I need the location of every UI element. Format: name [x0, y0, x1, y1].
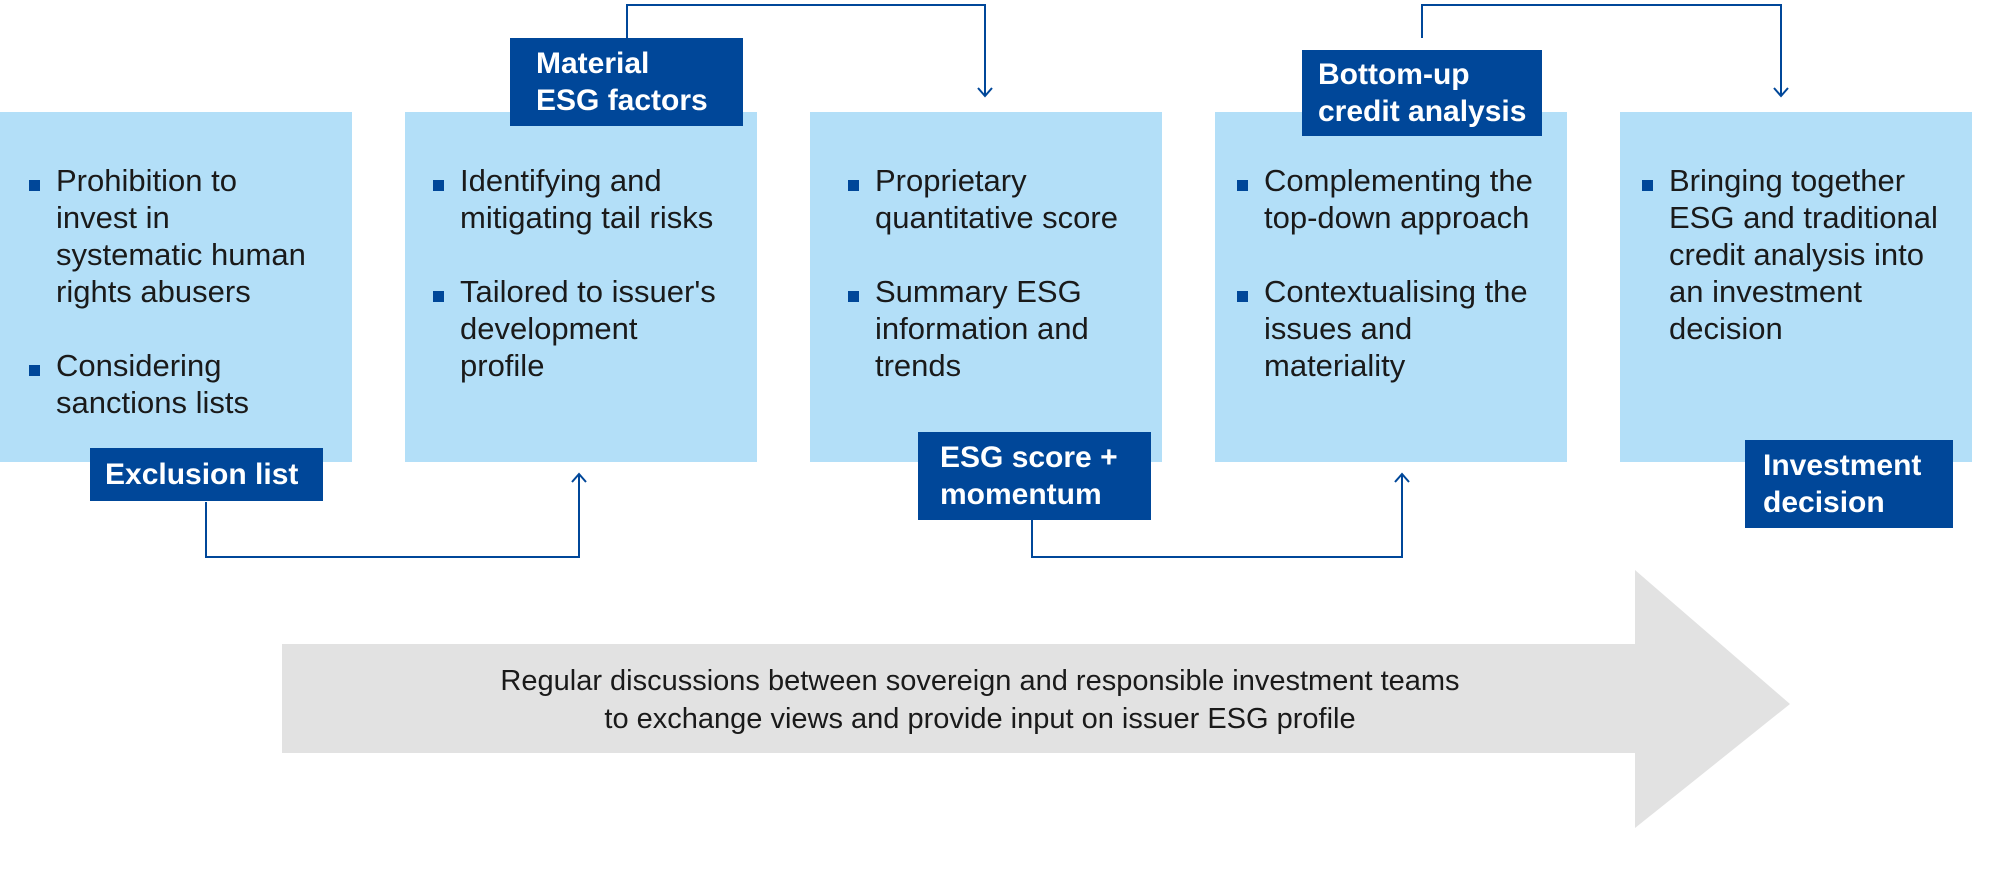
bullet-text-line: top-down approach	[1264, 200, 1529, 235]
stage-3-label: ESG score + momentum	[918, 432, 1151, 520]
bullet-square-icon	[848, 180, 859, 191]
bullet-text-line: profile	[460, 348, 544, 383]
stage-2-box	[405, 112, 757, 462]
bullet-text-line: Tailored to issuer's	[460, 274, 716, 309]
banner-text-line: Regular discussions between sovereign an…	[500, 665, 1459, 697]
label-text-line: decision	[1763, 486, 1885, 519]
stage-4-label: Bottom-up credit analysis	[1302, 50, 1542, 136]
banner-arrow	[282, 570, 1790, 828]
stage-5-label: Investment decision	[1745, 440, 1953, 528]
banner-text: Regular discussions between sovereign an…	[500, 665, 1459, 735]
bullet-text-line: materiality	[1264, 348, 1406, 383]
bullet-text-line: Bringing together	[1669, 163, 1905, 198]
bullet-text-line: Complementing the	[1264, 163, 1533, 198]
label-background	[1302, 50, 1542, 136]
label-background	[1745, 440, 1953, 528]
bullet-text-line: issues and	[1264, 311, 1412, 346]
label-text-line: ESG factors	[536, 84, 708, 117]
bullet-square-icon	[433, 291, 444, 302]
connector-2-to-3	[626, 4, 993, 98]
bullet-text-line: information and	[875, 311, 1089, 346]
label-text-line: Material	[536, 47, 649, 80]
bullet-square-icon	[848, 291, 859, 302]
label-text-line: ESG score +	[940, 441, 1118, 474]
bullet-text-line: an investment	[1669, 274, 1862, 309]
bullet-square-icon	[433, 180, 444, 191]
stage-1-box	[0, 112, 352, 462]
bullet-text-line: trends	[875, 348, 961, 383]
bullet-text-line: development	[460, 311, 638, 346]
bullet-square-icon	[29, 365, 40, 376]
label-text-line: Investment	[1763, 449, 1921, 482]
bullet-text-line: Prohibition to	[56, 163, 237, 198]
bullet-text-line: sanctions lists	[56, 385, 249, 420]
stage-5-box	[1620, 112, 1972, 462]
bullet-text-line: Contextualising the	[1264, 274, 1528, 309]
bullet-square-icon	[1237, 180, 1248, 191]
bullet-text-line: Proprietary	[875, 163, 1027, 198]
label-background	[90, 448, 323, 501]
stage-4-box	[1215, 112, 1567, 462]
label-background	[510, 38, 743, 126]
bullet-text-line: Summary ESG	[875, 274, 1082, 309]
label-background	[918, 432, 1151, 520]
connector-4-to-5	[1421, 4, 1789, 98]
stage-1-label: Exclusion list	[90, 448, 323, 501]
bullet-text-line: credit analysis into	[1669, 237, 1924, 272]
label-text-line: Exclusion list	[105, 458, 298, 491]
bullet-text-line: decision	[1669, 311, 1783, 346]
banner-text-line: to exchange views and provide input on i…	[604, 703, 1355, 735]
label-text-line: Bottom-up	[1318, 58, 1470, 91]
bullet-text-line: Considering	[56, 348, 221, 383]
bullet-text-line: rights abusers	[56, 274, 251, 309]
bullet-square-icon	[29, 180, 40, 191]
bullet-text-line: systematic human	[56, 237, 306, 272]
bullet-square-icon	[1642, 180, 1653, 191]
label-text-line: credit analysis	[1318, 95, 1526, 128]
bullet-square-icon	[1237, 291, 1248, 302]
stage-3-box	[810, 112, 1162, 462]
bullet-text-line: mitigating tail risks	[460, 200, 713, 235]
connector-3-to-4	[1031, 472, 1410, 558]
bullet-text-line: ESG and traditional	[1669, 200, 1938, 235]
bullet-text-line: invest in	[56, 200, 170, 235]
connector-1-to-2	[205, 472, 587, 558]
bullet-text-line: quantitative score	[875, 200, 1118, 235]
bullet-text-line: Identifying and	[460, 163, 662, 198]
label-text-line: momentum	[940, 478, 1102, 511]
